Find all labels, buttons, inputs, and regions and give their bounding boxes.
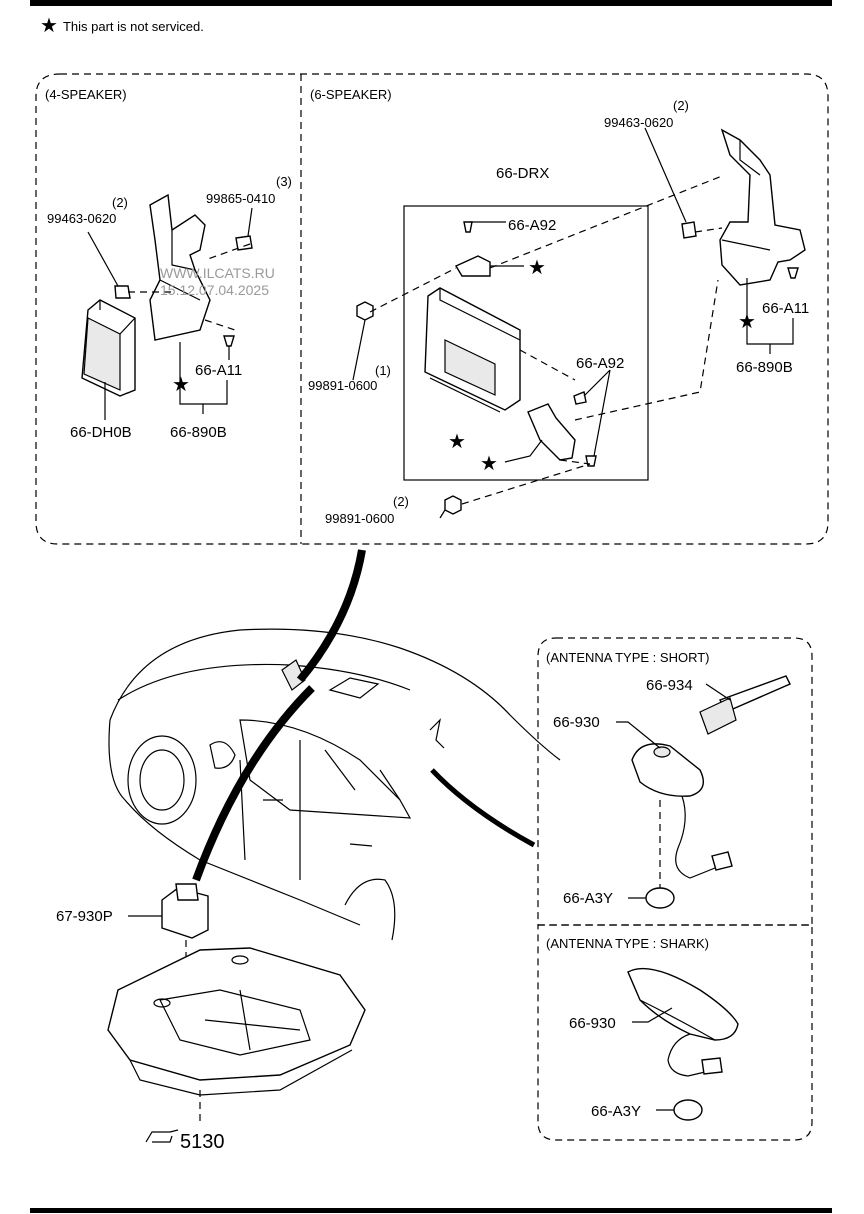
- section-antenna-shark: (ANTENNA TYPE : SHARK): [546, 936, 709, 951]
- screw-label-4sp: 99865-0410: [206, 191, 275, 206]
- bracket-label-4sp: 66-890B: [170, 424, 227, 441]
- grommet-label-shark: 66-A3Y: [591, 1103, 641, 1120]
- section-4-speaker: (4-SPEAKER): [45, 87, 127, 102]
- screw-drx-side-1: [573, 391, 587, 405]
- star-icon: ★: [40, 15, 58, 37]
- bolt-qty-6sp: (2): [673, 98, 689, 113]
- antenna-short-frame: [537, 637, 813, 926]
- screw-right-label-6sp: 66-A92: [576, 355, 624, 372]
- star-icon: ★: [528, 257, 546, 279]
- nut-bottom-label: 99891-0600: [325, 511, 394, 526]
- bolt-6sp: [681, 221, 697, 239]
- shark-antenna-parts: [627, 967, 739, 1121]
- bracket-drx-top: [454, 255, 491, 277]
- bracket-drx-side: [527, 403, 576, 461]
- grommet-short: [645, 887, 675, 909]
- watermark-site: WWW.ILCATS.RU: [160, 265, 275, 281]
- screw-qty-4sp: (3): [276, 174, 292, 189]
- clip-label-6sp: 66-A11: [762, 300, 809, 317]
- bolt-qty-4sp: (2): [112, 195, 128, 210]
- nut-bottom-qty: (2): [393, 494, 409, 509]
- six-speaker-parts: [352, 127, 806, 519]
- base-label-shark: 66-930: [569, 1015, 616, 1032]
- antenna-base-shark: [627, 967, 739, 1041]
- clip-label-4sp: 66-A11: [195, 362, 242, 379]
- amplifier-group-frame: [35, 73, 829, 545]
- watermark-date: 15.12.07.04.2025: [160, 282, 269, 298]
- antenna-base-short: [631, 743, 704, 797]
- four-speaker-parts: [81, 193, 253, 420]
- section-antenna-short: (ANTENNA TYPE : SHORT): [546, 650, 710, 665]
- section-6-speaker: (6-SPEAKER): [310, 87, 392, 102]
- clip-6sp: [787, 267, 799, 279]
- nut-left: [356, 301, 374, 321]
- vehicle-outline: [108, 549, 561, 941]
- antenna-shark-frame: [537, 924, 813, 1141]
- bolt-label-6sp: 99463-0620: [604, 115, 673, 130]
- top-rule: [30, 0, 832, 6]
- base-label-short: 66-930: [553, 714, 600, 731]
- bottom-rule: [30, 1208, 832, 1213]
- nut-left-label: 99891-0600: [308, 378, 377, 393]
- star-icon: ★: [738, 311, 756, 333]
- pointer-amp: [296, 549, 366, 683]
- amplifier-66-drx: [424, 287, 521, 411]
- amp-label-4sp: 66-DH0B: [70, 424, 132, 441]
- star-icon: ★: [448, 431, 466, 453]
- not-serviced-note: ★ This part is not serviced.: [40, 15, 204, 37]
- module-label: 67-930P: [56, 908, 113, 925]
- bracket-6sp: [719, 128, 806, 286]
- screw-4sp: [235, 235, 253, 251]
- grommet-label-short: 66-A3Y: [563, 890, 613, 907]
- bolt-4sp: [114, 285, 131, 299]
- screw-top-label-6sp: 66-A92: [508, 217, 556, 234]
- bracket-label-6sp: 66-890B: [736, 359, 793, 376]
- overhead-console: [107, 947, 366, 1122]
- clip-4sp: [223, 335, 235, 347]
- screw-drx-top: [463, 221, 473, 233]
- hand-pointer-icon: [145, 1129, 179, 1143]
- star-icon: ★: [172, 374, 190, 396]
- star-icon: ★: [480, 453, 498, 475]
- amp-label-drx: 66-DRX: [496, 165, 549, 182]
- note-text: This part is not serviced.: [62, 18, 204, 34]
- pointer-module: [192, 685, 315, 882]
- nut-bottom: [444, 495, 462, 515]
- pointer-antenna: [430, 768, 536, 848]
- bracket-4sp: [149, 193, 211, 341]
- nut-left-qty: (1): [375, 363, 391, 378]
- grommet-shark: [673, 1099, 703, 1121]
- rod-label: 66-934: [646, 677, 693, 694]
- amp-66-drx-frame: [403, 205, 649, 481]
- ref-5130[interactable]: 5130: [180, 1131, 225, 1153]
- screw-drx-side-2: [585, 455, 597, 467]
- bolt-label-4sp: 99463-0620: [47, 211, 116, 226]
- short-antenna-parts: [616, 675, 791, 909]
